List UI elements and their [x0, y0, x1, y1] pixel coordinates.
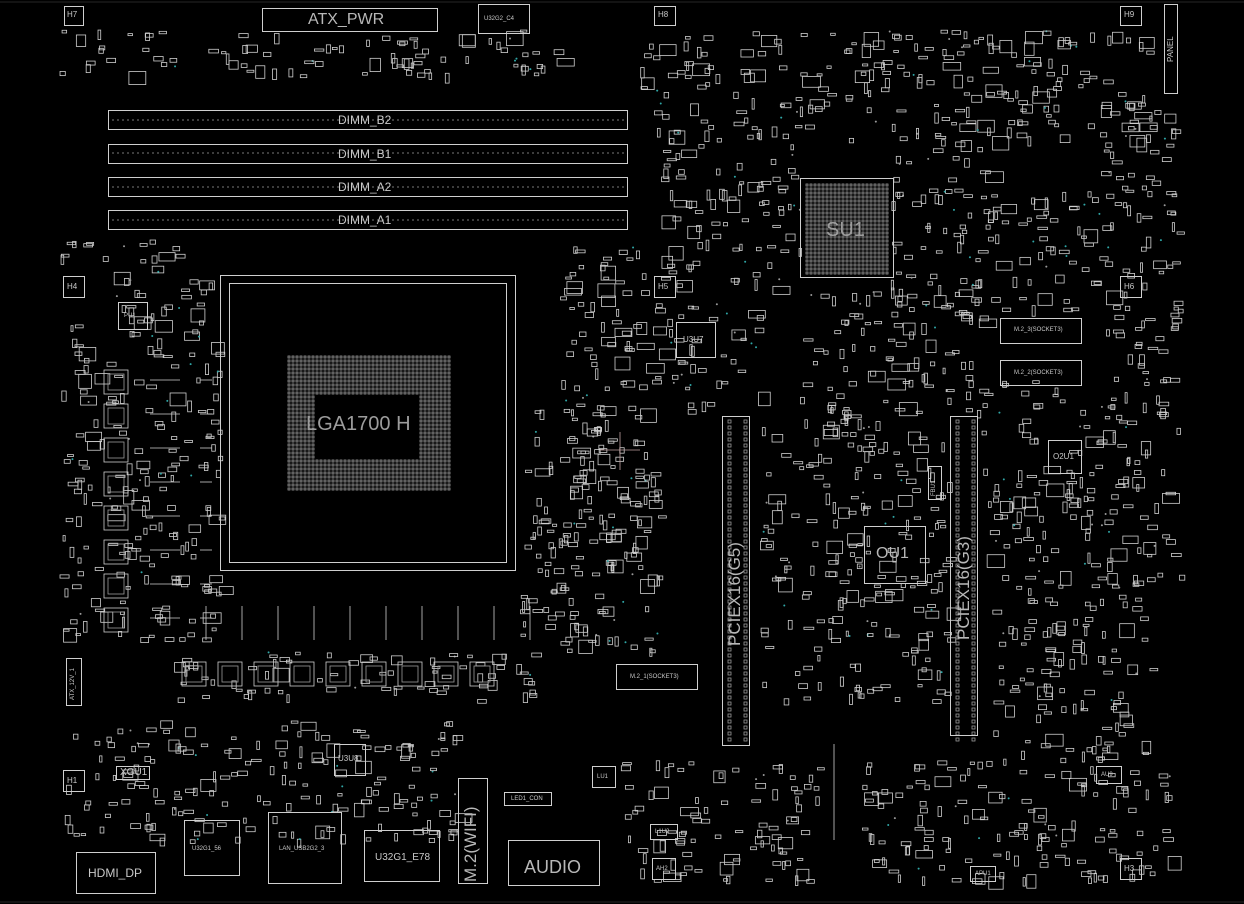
- apu1-label: APU1: [975, 871, 991, 877]
- chipset-su1: [800, 178, 894, 278]
- au9-label: AU9: [1101, 772, 1113, 778]
- m2-wifi-label: M.2(WIFI): [461, 806, 480, 882]
- u3u7-label: U3U7: [683, 335, 704, 344]
- h1-label: H1: [67, 776, 78, 785]
- mount-hole-h7: [64, 6, 84, 26]
- l1u2-label: L1U2: [655, 829, 670, 835]
- atx-12v-label: ATX_12V_1: [70, 668, 76, 700]
- chip-lu1: [592, 766, 616, 788]
- atx-power-connector: [262, 8, 438, 32]
- usb-stack-u32g1-e78: [364, 830, 440, 882]
- pcie-slot-g5: [722, 416, 750, 746]
- usb-header-u32g2-c4: [478, 4, 530, 34]
- chip-pu1: [118, 302, 148, 330]
- h7-label: H7: [67, 10, 78, 19]
- xgu1-label: XGU1: [120, 767, 148, 778]
- chip-fbu1: [928, 466, 942, 500]
- dimm-slot-a1: [108, 210, 628, 230]
- dimm-slot-a2: [108, 177, 628, 197]
- chip-xgu1: [116, 766, 150, 780]
- cpu-socket-outer: [220, 275, 516, 571]
- front-panel-header: [1164, 4, 1178, 94]
- cpu-socket-label: LGA1700 H: [306, 413, 411, 435]
- audio-label: AUDIO: [524, 857, 582, 877]
- m2-1-label: M.2_1(SOCKET3): [630, 674, 679, 680]
- h8-label: H8: [658, 10, 669, 19]
- usb-u32g1-56-label: U32G1_56: [192, 846, 222, 852]
- h9-label: H9: [1124, 10, 1135, 19]
- atx-pwr-label: ATX_PWR: [308, 11, 385, 28]
- audio-jack-block: [508, 840, 600, 886]
- chip-au9: [1096, 766, 1122, 784]
- m2-socket-1: [616, 664, 698, 690]
- mount-hole-h9: [1120, 6, 1142, 26]
- m2-3-label: M.2_3(SOCKET3): [1014, 327, 1063, 333]
- usb-stack-u32g1-56: [184, 820, 240, 876]
- h3-label: H3: [1124, 864, 1135, 873]
- dimm-slot-b2: [108, 110, 628, 130]
- h6-label: H6: [1124, 282, 1135, 291]
- ou1-label: OU1: [876, 545, 909, 562]
- chip-l1u2: [650, 824, 678, 840]
- chip-u3u8: [334, 744, 366, 776]
- pcie-slot-g3: [950, 416, 978, 736]
- hdmi-dp-label: HDMI_DP: [88, 866, 143, 880]
- dimm-b2-label: DIMM_B2: [338, 113, 392, 127]
- m2-wifi-slot: [458, 778, 488, 884]
- cpu-socket-inner: [229, 283, 507, 563]
- fbu1-label: FBU1: [931, 480, 937, 496]
- lan-usb-label: LAN_USB2G2_3: [279, 846, 325, 852]
- dimm-b1-label: DIMM_B1: [338, 147, 392, 161]
- pu1-label: PU1: [124, 313, 136, 319]
- h5-label: H5: [658, 282, 669, 291]
- hdmi-dp-port: [76, 852, 156, 894]
- atx-12v-connector: [66, 658, 82, 706]
- dimm-a1-label: DIMM_A1: [338, 213, 392, 227]
- o2u1-label: O2U1: [1053, 452, 1074, 461]
- chip-o2u1: [1048, 440, 1082, 474]
- dimm-slot-b1: [108, 144, 628, 164]
- ah2-label: AH2: [656, 866, 668, 872]
- led1-connector: [504, 792, 552, 806]
- chip-u3u7: [676, 322, 716, 358]
- u3u8-label: U3U8: [338, 754, 359, 763]
- chip-ou1: [864, 526, 926, 584]
- chip-apu1: [970, 866, 996, 882]
- su1-label: SU1: [826, 219, 865, 241]
- panel-label: PANEL: [1166, 36, 1175, 62]
- u32g1-e78-label: U32G1_E78: [375, 852, 431, 863]
- lan-usb-port: [268, 812, 342, 884]
- m2-2-label: M.2_2(SOCKET3): [1014, 370, 1063, 376]
- pciex16-g3-label: PCIEX16(G3): [954, 536, 973, 640]
- u32g2-c4-label: U32G2_C4: [484, 16, 515, 22]
- h4-label: H4: [67, 282, 78, 291]
- lu1-label: LU1: [597, 774, 609, 780]
- mount-hole-ah2: [652, 858, 676, 880]
- mount-hole-h6: [1120, 276, 1142, 298]
- m2-socket-2: [1000, 360, 1082, 386]
- mount-hole-h1: [63, 770, 85, 792]
- dimm-a2-label: DIMM_A2: [338, 180, 392, 194]
- led1-con-label: LED1_CON: [511, 796, 543, 802]
- mount-hole-h4: [63, 276, 85, 298]
- mount-hole-h8: [654, 6, 676, 26]
- mount-hole-h5: [654, 276, 676, 298]
- m2-socket-3: [1000, 318, 1082, 344]
- pciex16-g5-label: PCIEX16(G5): [725, 542, 744, 646]
- mount-hole-h3: [1120, 858, 1142, 880]
